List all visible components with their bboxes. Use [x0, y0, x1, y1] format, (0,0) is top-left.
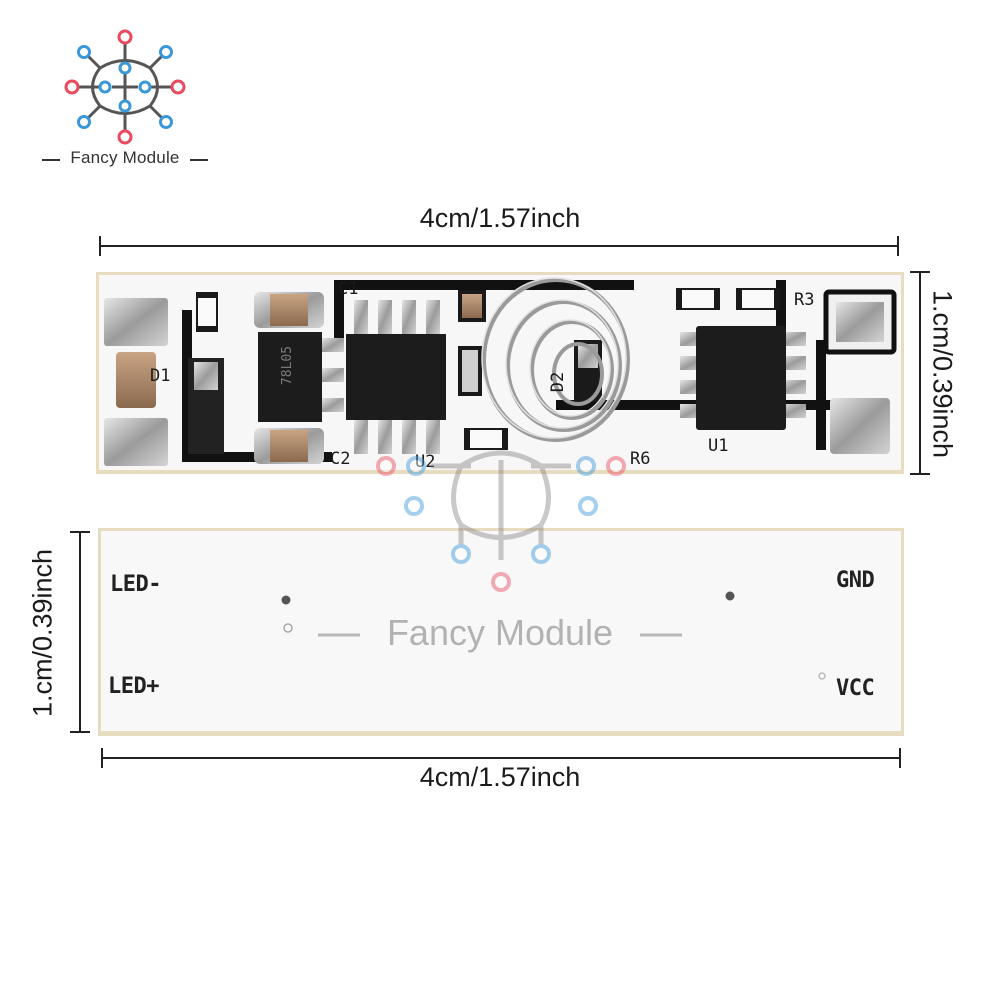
silk-r3: R3 — [794, 290, 815, 310]
pad-gnd: GND — [836, 568, 875, 593]
silk-c1: C1 — [338, 279, 359, 299]
watermark-text: Fancy Module — [386, 612, 614, 653]
right-height-label: 1.cm/0.39inch — [927, 289, 958, 459]
left-height-label: 1.cm/0.39inch — [27, 548, 58, 718]
silk-d1: D1 — [150, 366, 171, 386]
silk-r6: R6 — [630, 449, 651, 469]
silk-u1: U1 — [708, 436, 729, 456]
silk-u2: U2 — [415, 452, 436, 472]
chip-marking: 78L05 — [280, 345, 296, 386]
brand-rule-lines — [42, 159, 208, 161]
bottom-width-label: 4cm/1.57inch — [419, 762, 581, 792]
silk-d2: D2 — [548, 371, 569, 393]
pad-vcc: VCC — [836, 676, 875, 701]
brand-name: Fancy Module — [70, 148, 180, 167]
pad-led-minus: LED- — [110, 572, 161, 597]
pad-led-plus: LED+ — [108, 674, 159, 699]
silk-c2: C2 — [330, 449, 351, 469]
watermark-logo-icon — [376, 450, 626, 592]
watermark-rule-lines — [318, 633, 682, 637]
bottom-board — [98, 528, 904, 736]
fancy-module-logo-icon — [64, 29, 186, 145]
top-board — [96, 272, 904, 474]
top-width-label: 4cm/1.57inch — [419, 203, 581, 233]
